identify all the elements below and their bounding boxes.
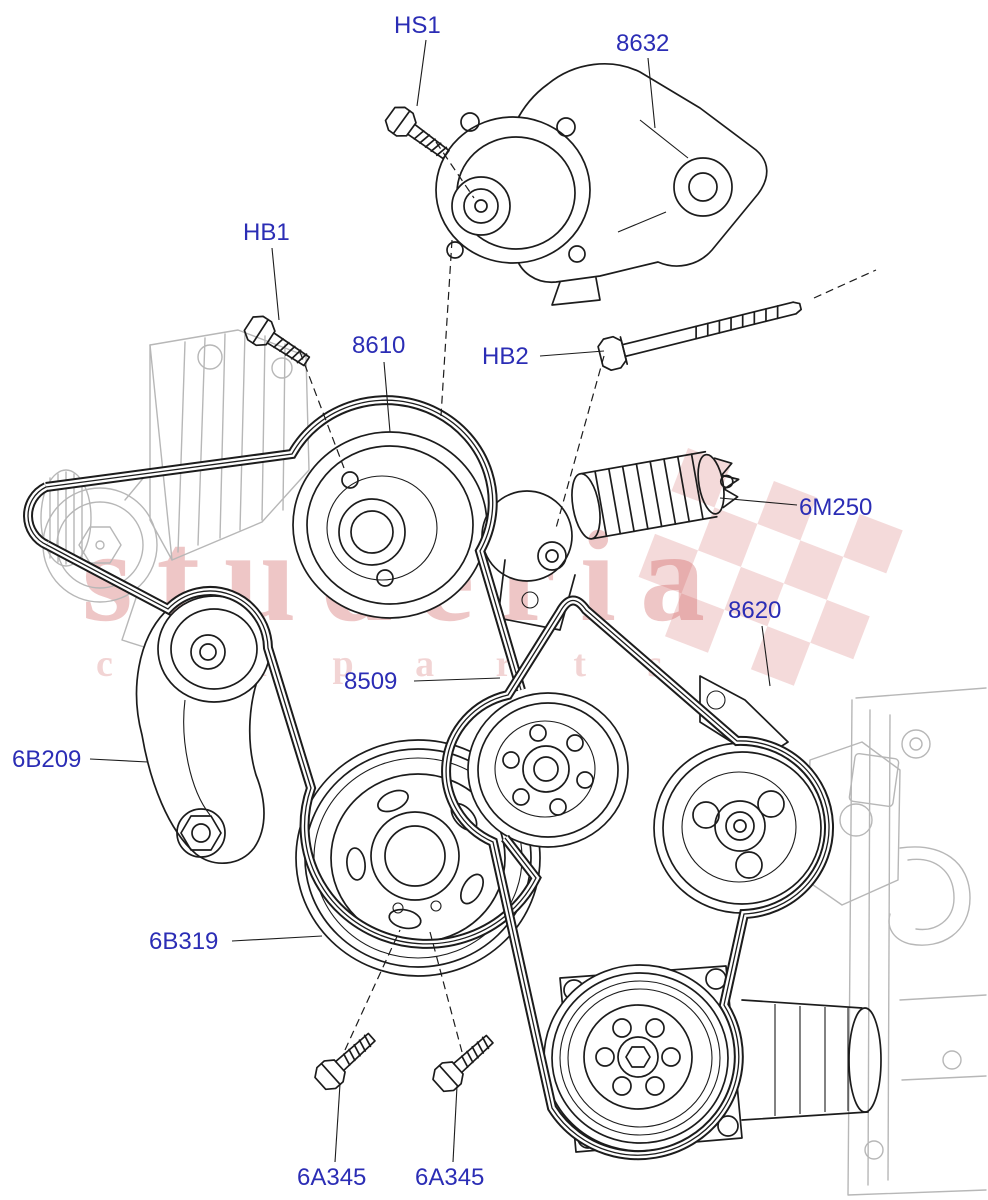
part-label-8620[interactable]: 8620 [728, 597, 782, 624]
part-label-8610[interactable]: 8610 [352, 332, 406, 359]
part-label-6b319[interactable]: 6B319 [149, 928, 219, 955]
tensioner-6m250 [481, 450, 740, 631]
assembly-dashed-lines [299, 141, 877, 1053]
part-label-6m250[interactable]: 6M250 [799, 494, 873, 521]
bolt-hb1 [240, 311, 316, 374]
bolt-hs1 [381, 101, 456, 167]
part-label-6b209[interactable]: 6B209 [12, 746, 82, 773]
power-steering-pulley [653, 675, 831, 914]
leader-lines [89, 39, 798, 1163]
bolt-hb2 [597, 301, 802, 372]
part-label-8632[interactable]: 8632 [616, 30, 670, 57]
tensioner-6b209 [135, 595, 271, 865]
part-label-6a345-left[interactable]: 6A345 [297, 1164, 367, 1191]
part-label-hb1[interactable]: HB1 [243, 219, 290, 246]
checker-flag-watermark [638, 448, 903, 686]
bolt-6a345-left [310, 1025, 382, 1095]
engine-block-context [847, 687, 987, 1196]
part-label-hs1[interactable]: HS1 [394, 12, 441, 39]
part-label-6a345-right[interactable]: 6A345 [415, 1164, 485, 1191]
idler-pulley-8509 [467, 692, 629, 848]
part-label-8509[interactable]: 8509 [344, 668, 398, 695]
bolt-6a345-right [428, 1027, 500, 1097]
water-pump [435, 112, 591, 264]
part-label-hb2[interactable]: HB2 [482, 343, 529, 370]
pulley-8610 [292, 431, 488, 619]
